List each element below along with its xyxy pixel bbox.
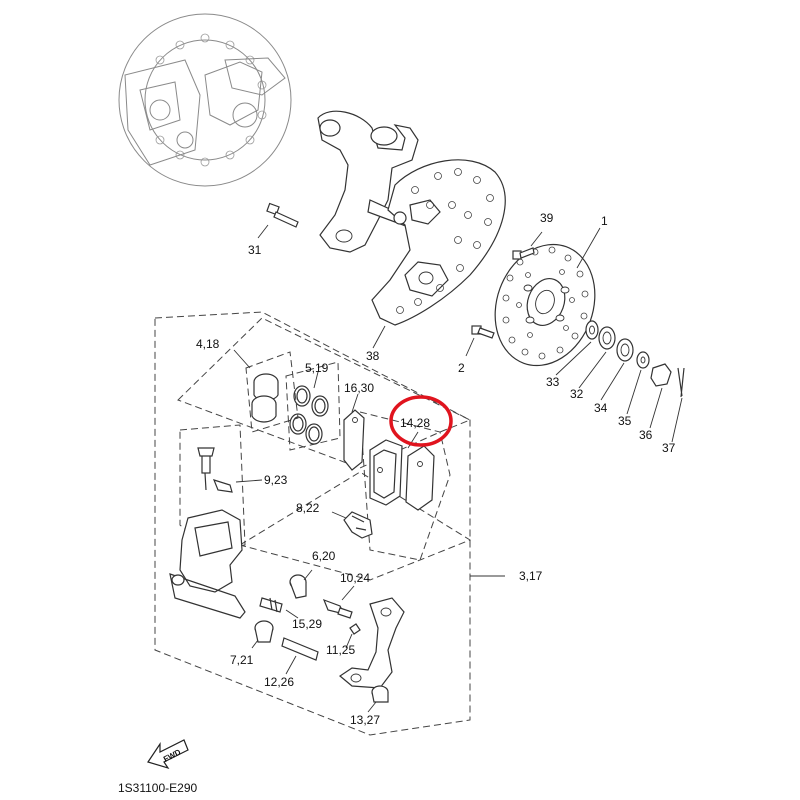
clip-11-part: [345, 623, 361, 649]
highlight-circle: [389, 395, 453, 447]
callout-38: 38: [366, 349, 380, 363]
hub-parts-32-37: [555, 320, 685, 443]
callout-11-25: 11,25: [326, 643, 355, 657]
callout-36: 36: [639, 428, 653, 442]
callout-6-20: 6,20: [312, 549, 336, 563]
pad-spring-part: [331, 511, 373, 539]
callout-12-26: 12,26: [264, 675, 294, 689]
callout-9-23: 9,23: [264, 473, 288, 487]
callout-4-18: 4,18: [196, 337, 220, 351]
pin-12-part: [281, 637, 319, 675]
callout-39: 39: [540, 211, 554, 225]
pad-shim-part: [343, 393, 365, 471]
bolt-31-part: [257, 202, 299, 239]
brake-disc-part: [494, 243, 596, 367]
callout-15-29: 15,29: [292, 617, 322, 631]
callout-13-27: 13,27: [350, 713, 380, 727]
callout-5-19: 5,19: [305, 361, 329, 375]
pin-bolt-10-part: [322, 585, 355, 619]
callout-31: 31: [248, 243, 262, 257]
bolt-2-part: [465, 325, 495, 357]
callout-35: 35: [618, 414, 632, 428]
callout-2: 2: [458, 361, 465, 375]
caliper-pistons-part: [233, 349, 299, 433]
boot-7-part: [251, 620, 274, 649]
bolt-39-part: [512, 231, 543, 260]
callout-32: 32: [570, 387, 584, 401]
callout-7-21: 7,21: [230, 653, 254, 667]
callout-16-30: 16,30: [344, 381, 374, 395]
callout-34: 34: [594, 401, 608, 415]
brake-pads-part: [369, 431, 435, 511]
caliper-body-part: [169, 447, 263, 619]
callout-33: 33: [546, 375, 560, 389]
callout-8-22: 8,22: [296, 501, 320, 515]
caliper-bracket-part: [338, 597, 405, 689]
callout-labels: 1 2 3,17 4,18 5,19 6,20 7,21 8,22 9,23 1…: [196, 211, 676, 727]
callout-14-28: 14,28: [400, 416, 430, 430]
diagram-reference-code: 1S31100-E290: [118, 781, 198, 795]
callout-10-24: 10,24: [340, 571, 370, 585]
bushing-13-part: [367, 685, 389, 713]
piston-seals-part: [285, 361, 341, 451]
callout-1: 1: [601, 214, 608, 228]
slide-pin-6-part: [289, 569, 313, 599]
callout-37: 37: [662, 441, 676, 455]
brake-shield-part: [371, 159, 506, 326]
callout-3-17: 3,17: [519, 569, 543, 583]
fwd-arrow-icon: FWD: [147, 739, 189, 770]
ghost-assembly-illustration: [118, 13, 292, 187]
bleed-screw-part: [259, 597, 299, 619]
